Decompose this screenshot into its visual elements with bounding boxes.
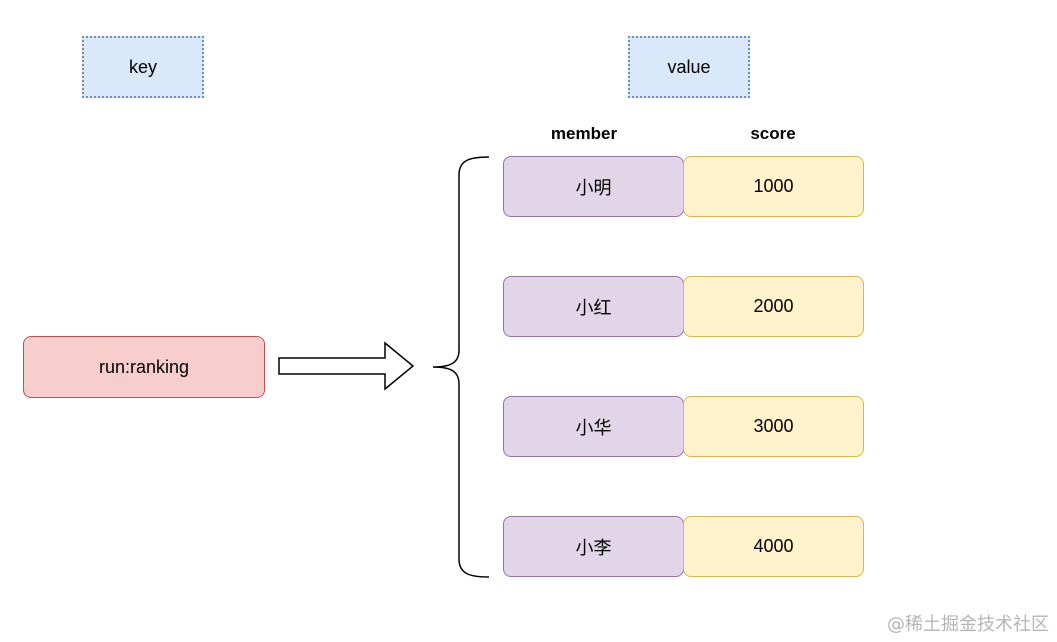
key-node-text: run:ranking	[98, 356, 190, 377]
value-label: value	[628, 36, 750, 98]
member-text: 小明	[575, 177, 612, 198]
key-label-text: key	[128, 56, 157, 77]
arrow-shape	[278, 341, 415, 391]
key-label: key	[82, 36, 204, 98]
member-cell: 小华	[503, 396, 684, 457]
score-cell: 2000	[683, 276, 864, 337]
score-text: 2000	[753, 296, 794, 316]
score-text: 4000	[753, 536, 794, 556]
member-text: 小红	[575, 297, 612, 318]
key-node: run:ranking	[23, 336, 265, 398]
member-cell: 小李	[503, 516, 684, 577]
member-text: 小李	[575, 537, 612, 558]
member-cell: 小红	[503, 276, 684, 337]
score-text: 1000	[753, 176, 794, 196]
score-text: 3000	[753, 416, 794, 436]
score-column-header: score	[750, 124, 796, 143]
member-cell: 小明	[503, 156, 684, 217]
score-cell: 3000	[683, 396, 864, 457]
score-cell: 4000	[683, 516, 864, 577]
value-label-text: value	[667, 56, 711, 77]
member-text: 小华	[575, 417, 612, 438]
curly-brace	[432, 156, 490, 578]
member-column-header: member	[550, 124, 618, 143]
watermark: @稀土掘金技术社区	[887, 614, 1049, 635]
score-cell: 1000	[683, 156, 864, 217]
